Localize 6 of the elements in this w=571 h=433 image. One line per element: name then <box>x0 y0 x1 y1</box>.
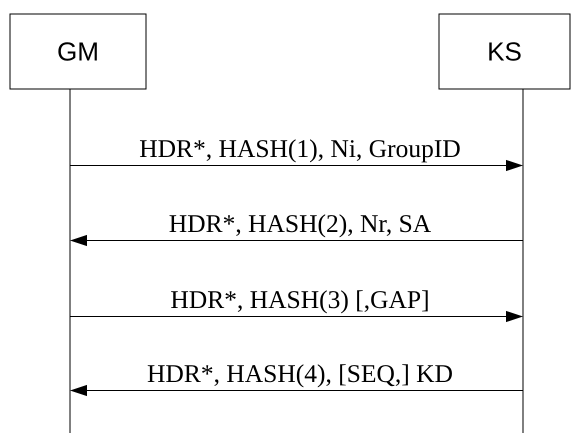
edge-label: HDR*, HASH(2), Nr, SA <box>170 214 431 238</box>
edge-label: HDR*, HASH(3) [,GAP] <box>171 290 428 314</box>
participant-box: GM <box>10 14 146 90</box>
edge-label: HDR*, HASH(1), Ni, GroupID <box>140 139 460 162</box>
participant-box: KS <box>438 14 570 90</box>
edge-label: HDR*, HASH(4), [SEQ,] KD <box>148 364 452 388</box>
